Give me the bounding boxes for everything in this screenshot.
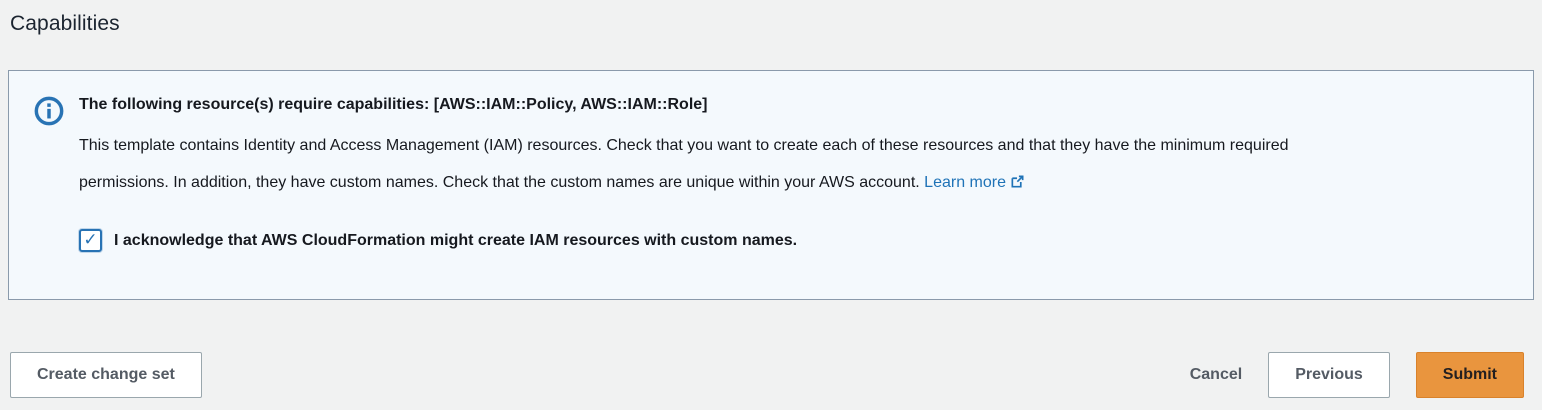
alert-body: The following resource(s) require capabi… bbox=[79, 93, 1509, 252]
acknowledge-label: I acknowledge that AWS CloudFormation mi… bbox=[114, 231, 798, 249]
create-change-set-button[interactable]: Create change set bbox=[10, 352, 202, 398]
previous-button[interactable]: Previous bbox=[1268, 352, 1390, 398]
alert-description-line1: This template contains Identity and Acce… bbox=[79, 137, 1289, 154]
iam-acknowledge-checkbox[interactable]: ✓ bbox=[79, 229, 102, 252]
section-title: Capabilities bbox=[10, 12, 120, 35]
footer-right-group: Cancel Previous Submit bbox=[1190, 352, 1524, 398]
learn-more-label: Learn more bbox=[924, 174, 1006, 191]
actions-footer: Create change set Cancel Previous Submit bbox=[10, 352, 1524, 398]
alert-description-line2: permissions. In addition, they have cust… bbox=[79, 174, 920, 191]
acknowledge-row: ✓ I acknowledge that AWS CloudFormation … bbox=[79, 229, 1509, 252]
cancel-button[interactable]: Cancel bbox=[1190, 352, 1242, 398]
submit-button[interactable]: Submit bbox=[1415, 352, 1524, 398]
alert-description: This template contains Identity and Acce… bbox=[79, 127, 1509, 203]
learn-more-link[interactable]: Learn more bbox=[924, 174, 1025, 191]
info-icon bbox=[33, 95, 65, 127]
alert-title: The following resource(s) require capabi… bbox=[79, 96, 708, 113]
check-icon: ✓ bbox=[83, 230, 98, 249]
external-link-icon bbox=[1010, 166, 1025, 203]
iam-capabilities-info-alert: The following resource(s) require capabi… bbox=[8, 70, 1534, 300]
